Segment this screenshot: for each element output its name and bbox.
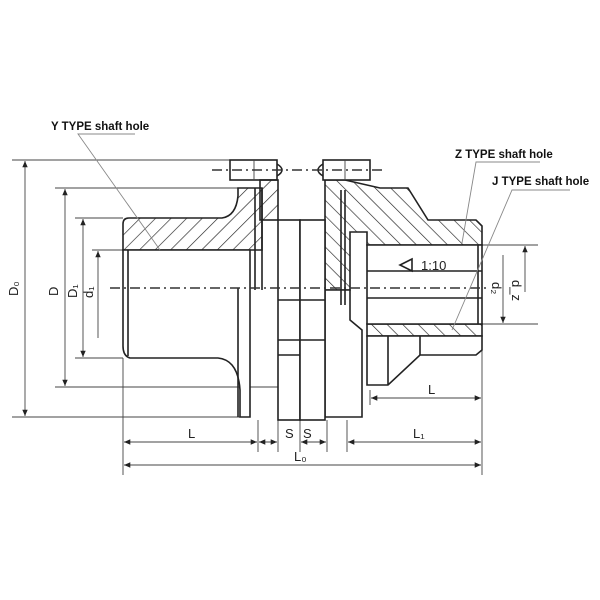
dim-S-right: S bbox=[303, 426, 312, 441]
extension-lines bbox=[12, 159, 538, 475]
dim-L-right: L bbox=[428, 382, 435, 397]
taper-ratio: 1:10 bbox=[421, 258, 446, 273]
dim-S-left: S bbox=[285, 426, 294, 441]
dim-L0: L₀ bbox=[294, 449, 307, 464]
callout-y-type: Y TYPE shaft hole bbox=[51, 121, 149, 133]
dim-d1: d₁ bbox=[81, 286, 96, 298]
right-half-coupling bbox=[299, 159, 483, 421]
dim-D: D bbox=[46, 287, 61, 296]
taper-icon bbox=[398, 257, 413, 273]
callout-j-type: J TYPE shaft hole bbox=[492, 176, 589, 188]
dim-L1: L₁ bbox=[413, 426, 425, 441]
dim-D0: D₀ bbox=[6, 281, 21, 296]
left-half-coupling bbox=[122, 159, 301, 421]
dimension-arrows bbox=[22, 161, 528, 468]
callout-z-type: Z TYPE shaft hole bbox=[455, 149, 553, 161]
dim-dz: d_z bbox=[509, 280, 524, 301]
dim-D1: D₁ bbox=[65, 284, 80, 298]
dim-d2: d₂ bbox=[489, 282, 504, 294]
callout-leaders bbox=[77, 133, 570, 331]
dim-L-left: L bbox=[188, 426, 195, 441]
